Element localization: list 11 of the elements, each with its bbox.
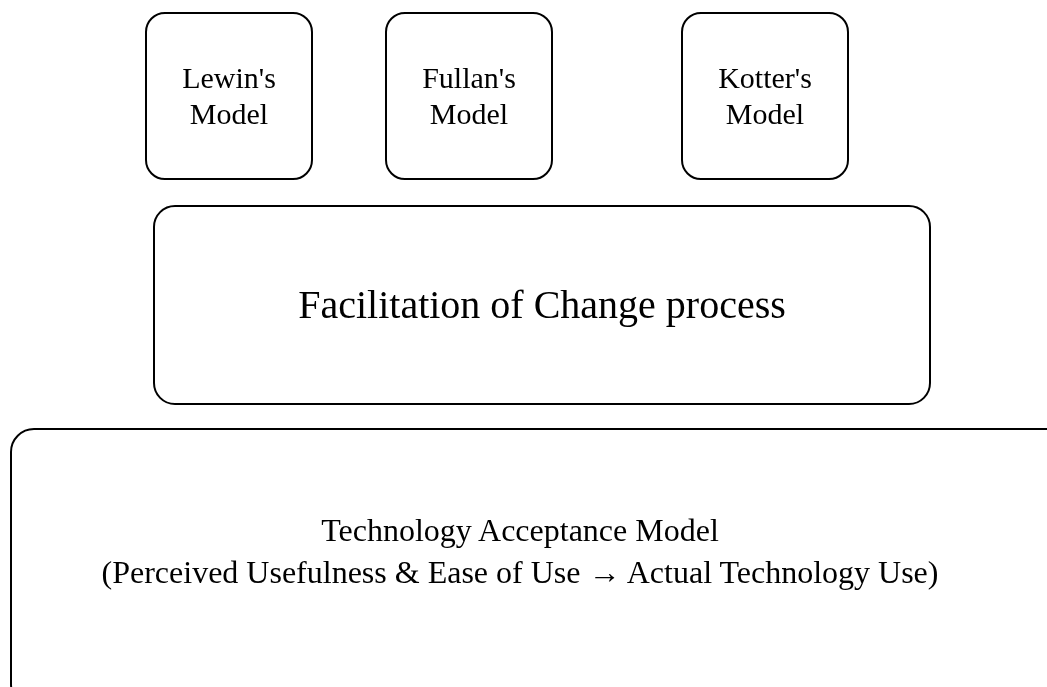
box-title: Lewin's Model (181, 60, 277, 132)
rounded-box (681, 12, 849, 180)
rounded-box (145, 12, 313, 180)
box-title: Kotter's Model (717, 60, 813, 132)
box-title: Technology Acceptance Model (321, 510, 719, 549)
rounded-box (385, 12, 553, 180)
rounded-box (10, 428, 1047, 687)
box-title: Facilitation of Change process (298, 281, 786, 329)
box-subtitle: (Perceived Usefulness & Ease of Use → Actual Technology Use) (101, 553, 939, 592)
rounded-box (153, 205, 931, 405)
box-title: Fullan's Model (421, 60, 517, 132)
